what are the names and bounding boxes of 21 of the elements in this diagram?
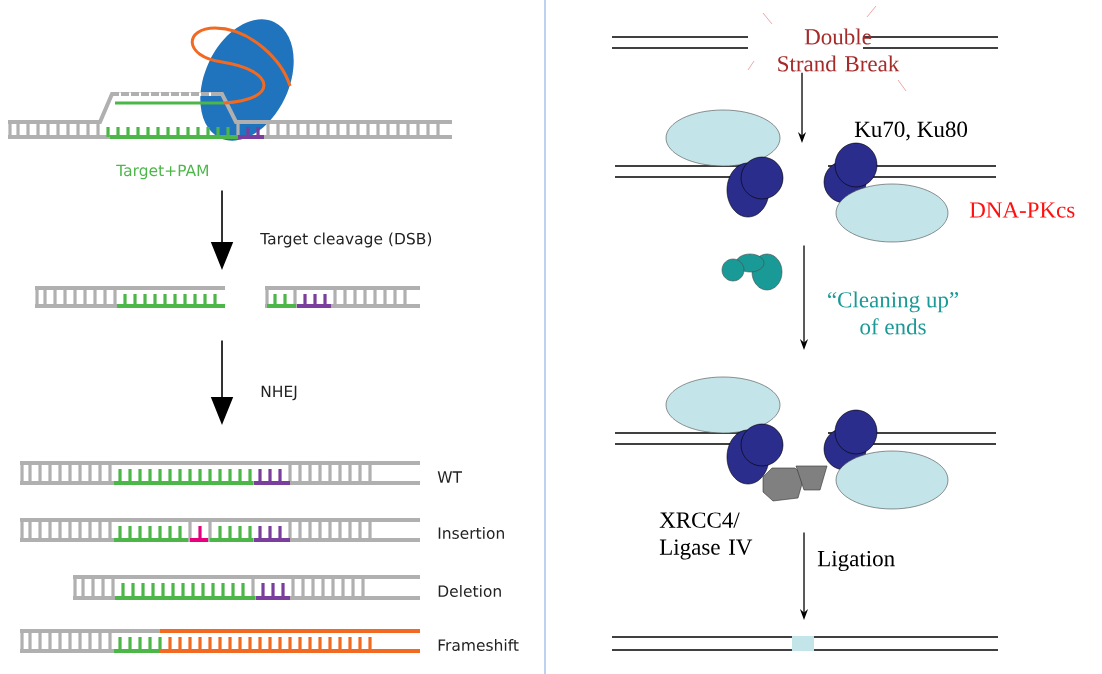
edge-label: Ligation (815, 548, 898, 574)
node-label: XRCC4/ Ligase IV (659, 512, 753, 560)
protein-label: Ku70, Ku80 (854, 121, 968, 141)
node-label: Deletion (438, 585, 501, 597)
dna-drawing (611, 636, 999, 651)
node-label: Insertion (438, 527, 504, 539)
break-label: Double Strand Break (778, 28, 900, 72)
protein-complex-drawing (614, 376, 997, 510)
node-label: Frameshift (438, 639, 519, 651)
node-label: Target+PAM (116, 164, 208, 180)
protein-label: DNA-PKcs (969, 202, 1075, 218)
edge-label: NHEJ (258, 383, 300, 403)
dna-drawing (35, 286, 420, 308)
dna-drawing (20, 518, 420, 542)
edge-label: Target cleavage (DSB) (258, 230, 435, 250)
dna-drawing (73, 575, 420, 600)
dna-drawing (20, 629, 420, 653)
edge-label: “Cleaning up” of ends (816, 289, 970, 337)
node-label: WT (437, 471, 463, 483)
dna-drawing (8, 19, 452, 141)
dna-drawing (20, 461, 420, 485)
